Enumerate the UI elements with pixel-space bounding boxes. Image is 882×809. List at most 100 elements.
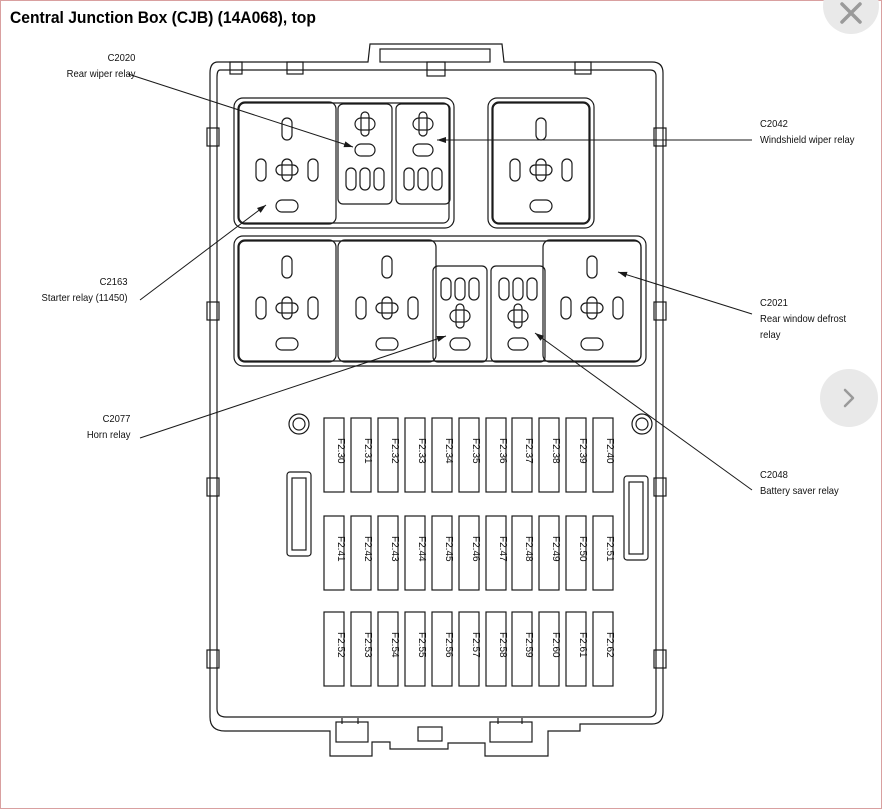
fuse-label: F2.48 (523, 536, 534, 562)
fuse-slot: F2.34 (431, 417, 454, 493)
fuse-label: F2.58 (497, 632, 508, 658)
fuse-label: F2.39 (577, 438, 588, 464)
housing-outline (209, 43, 664, 757)
fuse-label: F2.37 (523, 438, 534, 464)
fuse-label: F2.46 (470, 536, 481, 562)
fuse-slot: F2.56 (431, 611, 454, 687)
fuse-label: F2.35 (470, 438, 481, 464)
fuse-slot: F2.50 (565, 515, 588, 591)
relay-socket-windshield-wiper (491, 101, 591, 225)
label-c2020: C2020 Rear wiper relay (66, 50, 135, 82)
relay-group-upper-left (233, 97, 455, 229)
fuse-label: F2.43 (389, 536, 400, 562)
leader-c2077 (139, 335, 447, 439)
close-icon (840, 2, 862, 24)
fuse-slot: F2.30 (323, 417, 346, 493)
mounting-hole-right (631, 413, 653, 435)
label-c2163-name: Starter relay (11450) (42, 292, 128, 304)
fuse-slot: F2.49 (538, 515, 561, 591)
label-c2163: C2163 Starter relay (11450) (42, 274, 128, 306)
label-c2021-name-line2: relay (760, 329, 781, 341)
fuse-slot: F2.45 (431, 515, 454, 591)
fuse-slot: F2.48 (511, 515, 534, 591)
fuse-label: F2.52 (335, 632, 346, 658)
fuse-slot: F2.47 (485, 515, 508, 591)
relay-socket-micro-2 (395, 103, 451, 205)
leader-c2021 (617, 271, 753, 315)
fuse-label: F2.30 (335, 438, 346, 464)
fuse-label: F2.62 (604, 632, 615, 658)
fuse-label: F2.36 (497, 438, 508, 464)
fuse-slot: F2.41 (323, 515, 346, 591)
fuse-slot: F2.44 (404, 515, 427, 591)
relay-socket-micro-1 (337, 103, 393, 205)
fuse-slot: F2.62 (592, 611, 615, 687)
fuse-slot: F2.53 (350, 611, 373, 687)
fuse-label: F2.50 (577, 536, 588, 562)
fuse-label: F2.38 (550, 438, 561, 464)
next-image-button[interactable] (820, 369, 878, 427)
leader-c2042 (437, 137, 752, 143)
label-c2077: C2077 Horn relay (86, 411, 130, 443)
fuse-label: F2.33 (416, 438, 427, 464)
label-c2020-code: C2020 (107, 52, 135, 64)
chevron-right-icon (843, 388, 855, 408)
fuse-slot: F2.52 (323, 611, 346, 687)
side-latch-left (286, 471, 312, 557)
fuse-slot: F2.37 (511, 417, 534, 493)
relay-socket-battery-saver (490, 265, 546, 363)
fuse-label: F2.53 (362, 632, 373, 658)
fuse-label: F2.40 (604, 438, 615, 464)
fuse-label: F2.60 (550, 632, 561, 658)
fuse-label: F2.34 (443, 438, 454, 464)
fuse-label: F2.51 (604, 536, 615, 562)
fuse-slot: F2.54 (377, 611, 400, 687)
fuse-label: F2.44 (416, 536, 427, 562)
fuse-slot: F2.61 (565, 611, 588, 687)
label-c2077-code: C2077 (102, 413, 130, 425)
label-c2163-code: C2163 (100, 276, 128, 288)
relay-socket-horn (432, 265, 488, 363)
fuse-label: F2.42 (362, 536, 373, 562)
fuse-label: F2.32 (389, 438, 400, 464)
label-c2077-name: Horn relay (86, 429, 130, 441)
label-c2021: C2021 Rear window defrost relay (760, 295, 846, 343)
fuse-label: F2.56 (443, 632, 454, 658)
fuse-slot: F2.36 (485, 417, 508, 493)
leader-c2163 (139, 204, 267, 301)
relay-socket-5 (337, 239, 437, 363)
label-c2048-code: C2048 (760, 469, 788, 481)
fuse-label: F2.57 (470, 632, 481, 658)
fuse-slot: F2.60 (538, 611, 561, 687)
fuse-slot: F2.46 (458, 515, 481, 591)
page-title: Central Junction Box (CJB) (14A068), top (10, 8, 316, 27)
label-c2042-code: C2042 (760, 118, 788, 130)
relay-socket-starter (237, 239, 337, 363)
relay-socket-rear-window-defrost (542, 239, 642, 363)
fuse-label: F2.49 (550, 536, 561, 562)
fuse-slot: F2.57 (458, 611, 481, 687)
leader-c2048 (534, 332, 753, 491)
relay-group-middle (233, 235, 647, 367)
fuse-slot: F2.35 (458, 417, 481, 493)
fuse-slot: F2.59 (511, 611, 534, 687)
relay-socket-rear-wiper (237, 101, 337, 225)
fuse-label: F2.47 (497, 536, 508, 562)
fuse-slot: F2.51 (592, 515, 615, 591)
fuse-label: F2.31 (362, 438, 373, 464)
fuse-slot: F2.43 (377, 515, 400, 591)
fuse-slot: F2.32 (377, 417, 400, 493)
mounting-hole-left (288, 413, 310, 435)
fuse-slot: F2.55 (404, 611, 427, 687)
side-latch-right (623, 475, 649, 561)
label-c2021-name-line1: Rear window defrost (760, 313, 847, 325)
fuse-slot: F2.31 (350, 417, 373, 493)
fuse-slot: F2.58 (485, 611, 508, 687)
fuse-label: F2.41 (335, 536, 346, 562)
fuse-label: F2.61 (577, 632, 588, 658)
fuse-label: F2.54 (389, 632, 400, 658)
fuse-slot: F2.33 (404, 417, 427, 493)
label-c2021-code: C2021 (760, 297, 788, 309)
fuse-label: F2.55 (416, 632, 427, 658)
